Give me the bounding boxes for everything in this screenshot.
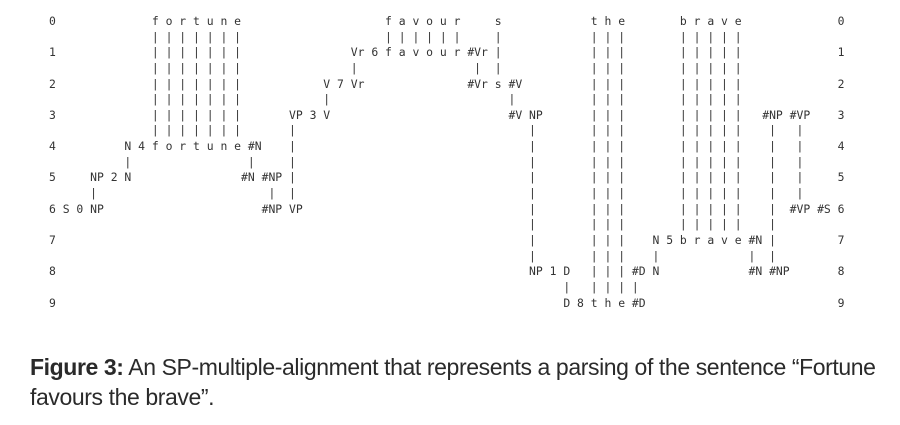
alignment-connector-row: | | | | | | | | | | | | | | | | | | | | …	[49, 29, 742, 44]
alignment-row-3: 3 | | | | | | | VP 3 V #V NP | | | | | |…	[49, 107, 845, 122]
alignment-connector-row: | | | | | | |	[49, 248, 776, 263]
alignment-row-1: 1 | | | | | | | Vr 6 f a v o u r #Vr | |…	[49, 45, 845, 60]
alignment-connector-row: | | | | |	[49, 279, 639, 294]
alignment-row-5: 5 NP 2 N #N #NP | | | | | | | | | | | | …	[49, 170, 845, 185]
alignment-connector-row: | | | | | | | | | | | | | | | | | |	[49, 60, 742, 75]
alignment-connector-row: | | | | | | | | | | | | | | | | |	[49, 92, 742, 107]
alignment-connector-row: | | | | | | | | | |	[49, 217, 776, 232]
alignment-row-4: 4 N 4 f o r t u n e #N | | | | | | | | |…	[49, 139, 845, 154]
caption-text: An SP-multiple-alignment that represents…	[30, 354, 876, 410]
sp-multiple-alignment: 0 f o r t u n e f a v o u r s t h e b r …	[49, 14, 845, 311]
figure-label: Figure 3:	[30, 354, 124, 380]
alignment-connector-row: | | | | | | | | | | | | | |	[49, 154, 804, 169]
alignment-row-7: 7 | | | | N 5 b r a v e #N | 7	[49, 232, 845, 247]
alignment-connector-row: | | | | | | | | | | | | | |	[49, 186, 804, 201]
figure-caption: Figure 3: An SP-multiple-alignment that …	[30, 352, 890, 412]
alignment-row-6: 6 S 0 NP #NP VP | | | | | | | | | | #VP …	[49, 201, 845, 216]
alignment-row-8: 8 NP 1 D | | | #D N #N #NP 8	[49, 264, 845, 279]
alignment-row-9: 9 D 8 t h e #D 9	[49, 295, 845, 310]
alignment-row-0: 0 f o r t u n e f a v o u r s t h e b r …	[49, 14, 845, 28]
alignment-connector-row: | | | | | | | | | | | | | | | | | | |	[49, 123, 804, 138]
alignment-row-2: 2 | | | | | | | V 7 Vr #Vr s #V | | | | …	[49, 76, 845, 91]
